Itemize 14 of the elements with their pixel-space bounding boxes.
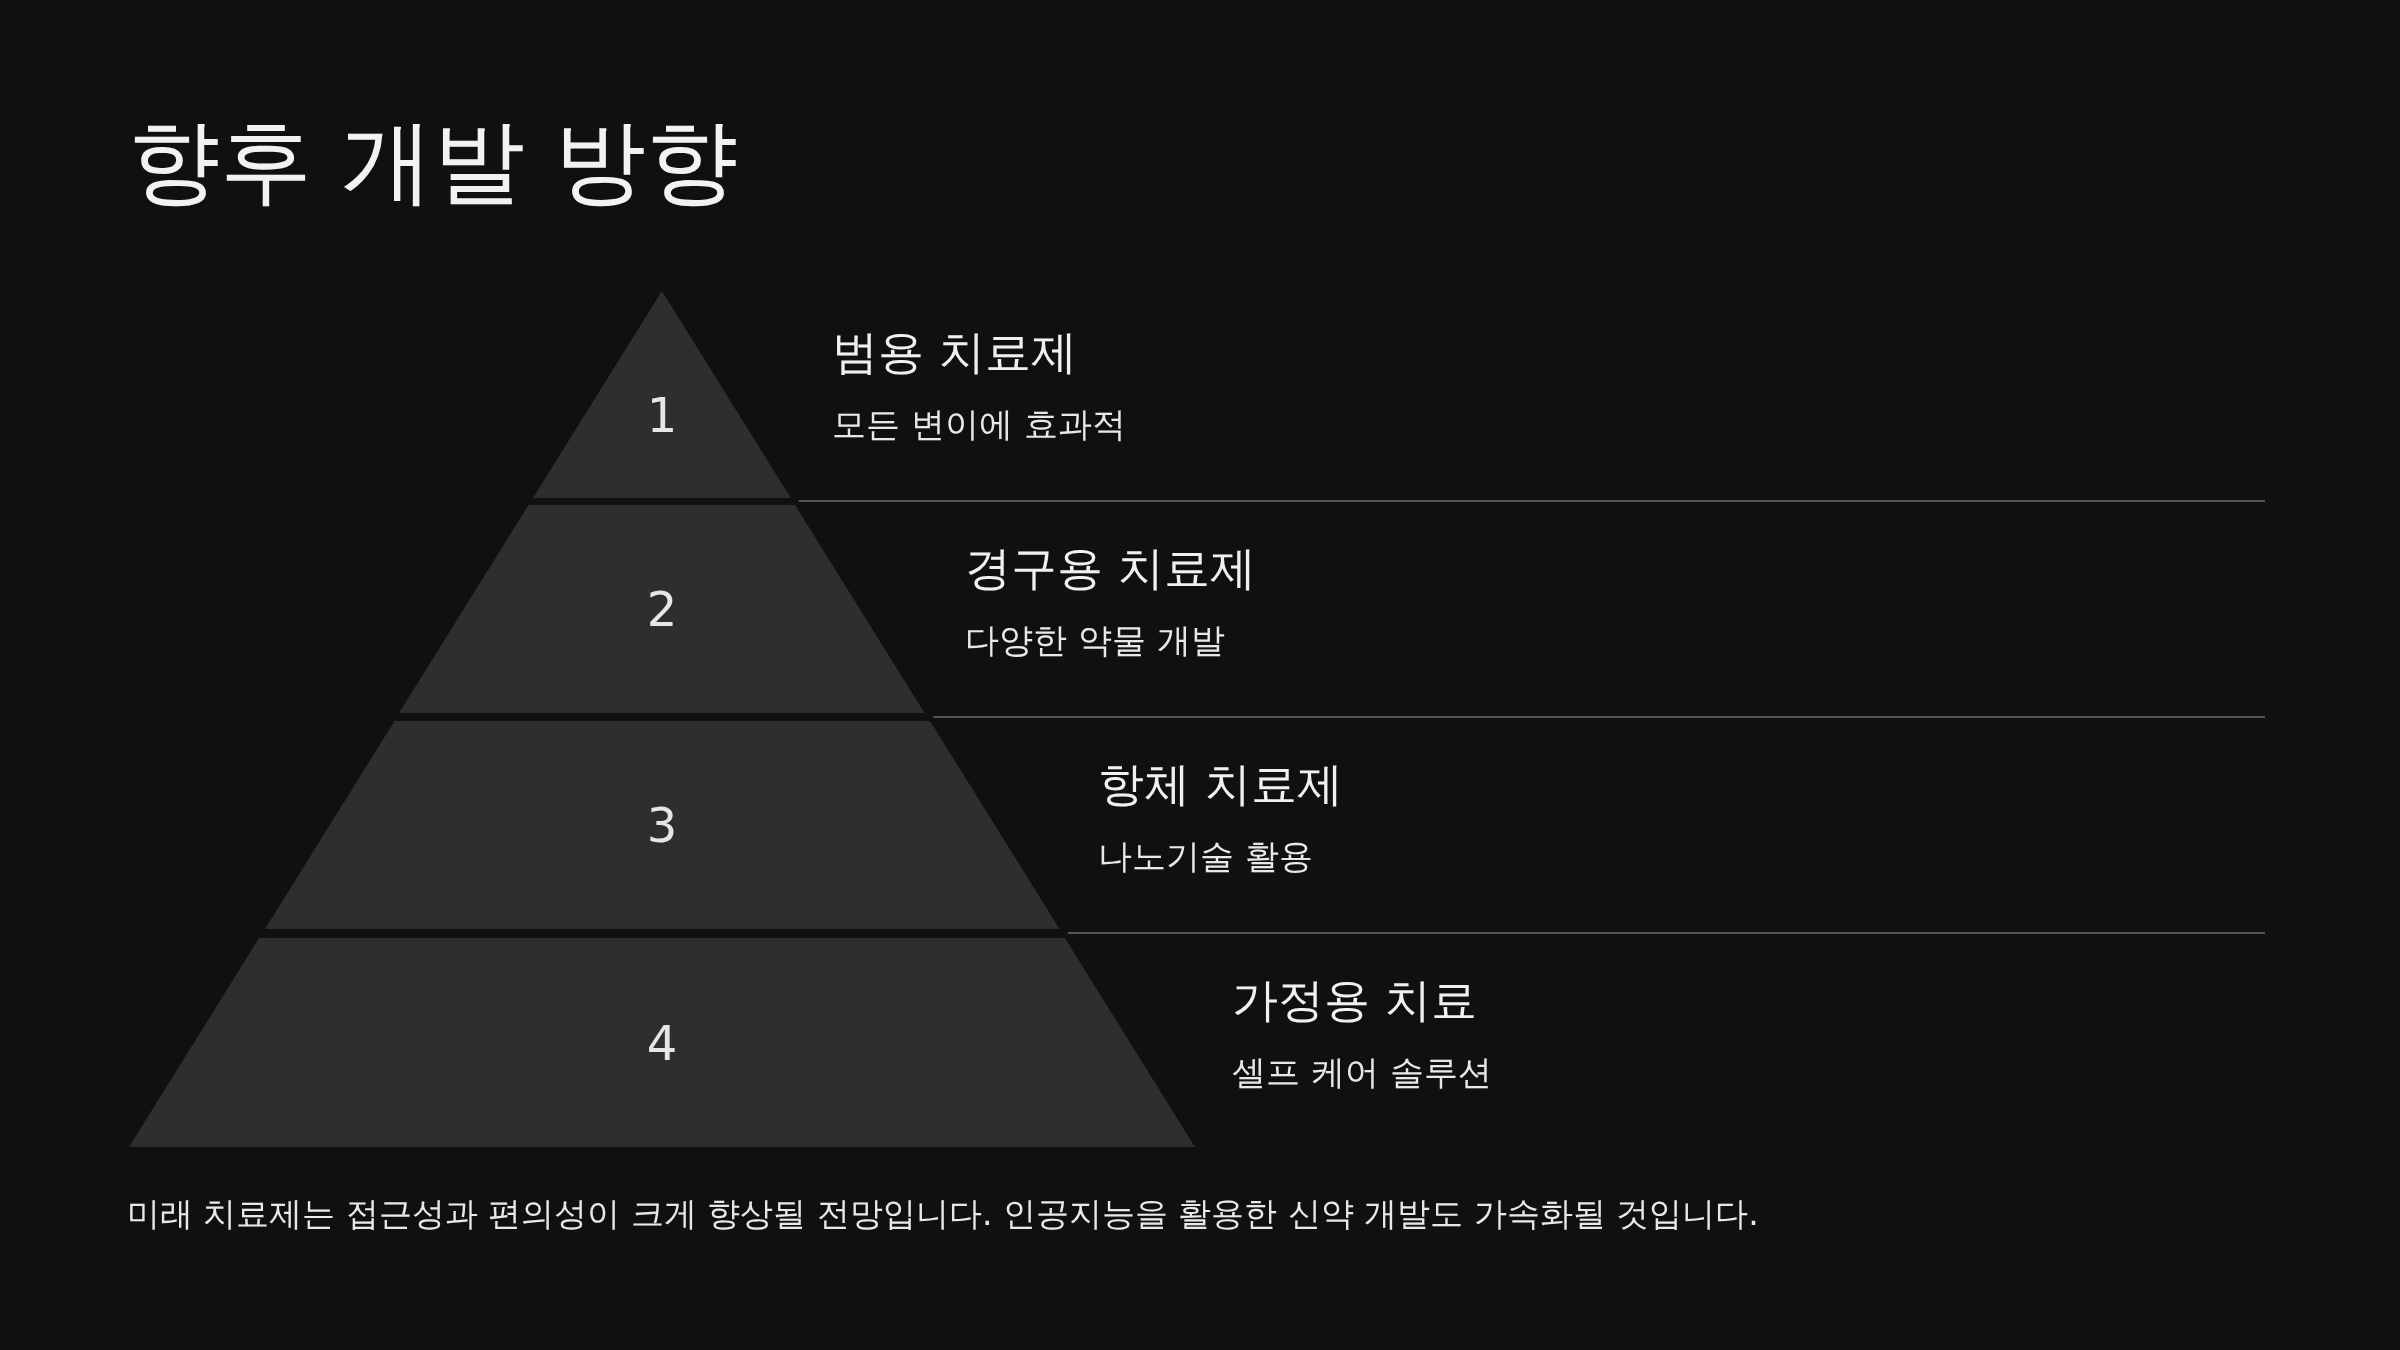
tier-description: 다양한 약물 개발 <box>965 619 1225 662</box>
tier-description: 나노기술 활용 <box>1098 835 1313 878</box>
tier-heading: 경구용 치료제 <box>965 540 1256 597</box>
tier-description: 셀프 케어 솔루션 <box>1232 1051 1492 1094</box>
caption-text: 미래 치료제는 접근성과 편의성이 크게 향상될 전망입니다. 인공지능을 활용한 신약 개발도 가속화될 것입니다. <box>127 1193 1759 1235</box>
tier-description: 모든 변이에 효과적 <box>832 403 1126 446</box>
tier-number: 2 <box>646 581 678 637</box>
tier-number: 4 <box>646 1014 678 1071</box>
tier-heading: 범용 치료제 <box>832 324 1077 381</box>
slide-title: 향후 개발 방향 <box>128 107 739 217</box>
tier-heading: 가정용 치료 <box>1232 972 1477 1029</box>
tier-number: 1 <box>646 387 678 444</box>
tier-number: 3 <box>646 797 678 853</box>
tier-heading: 항체 치료제 <box>1098 756 1343 813</box>
